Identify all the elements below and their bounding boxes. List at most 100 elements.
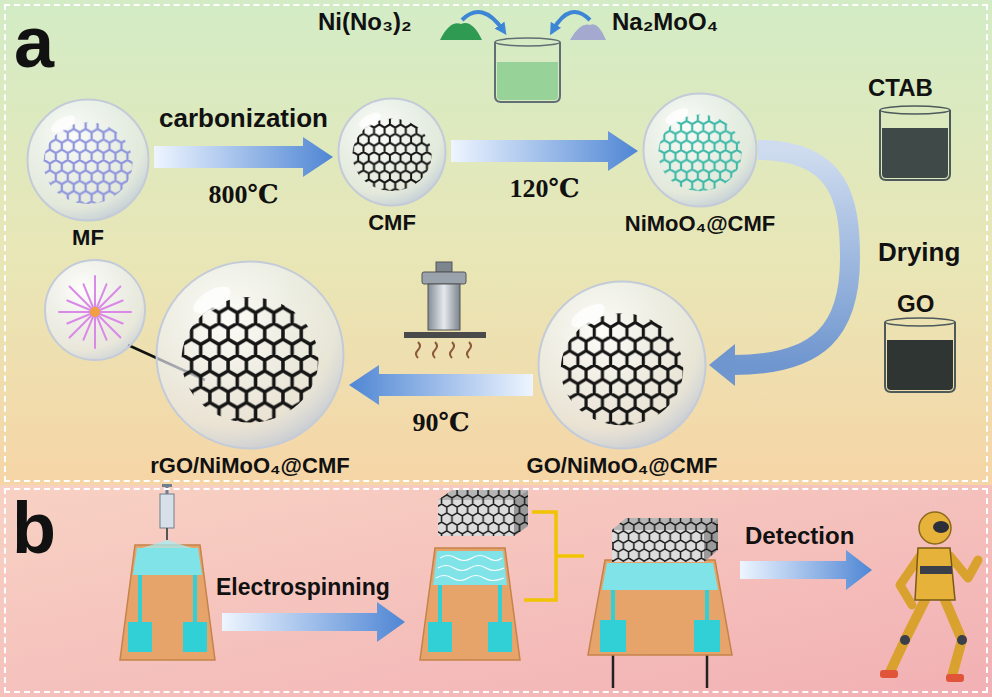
foam-sphere [537,280,707,450]
foam-sphere [189,281,235,318]
edge-label: 90℃ [412,408,469,438]
powder-beaker [495,38,560,46]
foam-sphere [28,100,149,221]
substrate-spinning [142,540,192,548]
annotation: Na₂MoO₄ [612,8,718,36]
substrate-fiber [498,585,502,622]
robot [900,635,910,645]
robot [957,635,967,645]
substrate-fiber [436,556,504,581]
foam-sphere [337,97,447,207]
foam-sphere [337,97,447,207]
annotation: 800℃ [208,180,278,210]
robot [880,512,978,682]
substrate-fiber [420,548,520,660]
mf-flower-inset [95,311,131,313]
material-label: GO/NiMoO₄@CMF [527,453,718,478]
autoclave-heater [416,342,420,358]
autoclave-heater [428,284,460,330]
edge-label: Drying [878,238,960,268]
material-label: CMF [368,210,416,235]
process-arrow [451,131,638,171]
mf-flower-inset [45,260,145,360]
sensor-device [602,563,718,590]
annotation: Detection [745,522,854,550]
ctab-beaker [880,110,950,180]
mf-flower-inset [70,287,95,312]
curved-arrow-band [733,150,850,365]
autoclave-heater [436,262,452,272]
robot [950,556,978,578]
sensor-device [612,530,704,562]
annotation: Electrospinning [216,574,390,600]
substrate-spinning [128,622,152,652]
carbon-cube [514,490,528,536]
panel-ground [0,485,992,697]
edge-label: 120℃ [509,174,579,204]
foam-sphere [26,98,150,222]
process-arrow [222,602,405,642]
foam-sphere [357,109,383,131]
powder-beaker [497,62,558,100]
sensor-device [588,560,732,655]
sensor-device [588,518,732,688]
foam-sphere [157,262,344,449]
material-sphere: rGO/NiMoO₄@CMF [155,260,345,450]
foam-sphere [26,98,150,222]
powder-beaker [495,42,560,102]
carbon-cube [438,490,528,536]
mf-flower-inset [95,312,120,337]
foam-sphere [642,92,758,208]
substrate-spinning [133,548,202,575]
annotation: GO [897,290,934,318]
foam-sphere [539,282,706,449]
process-arrow [740,550,872,590]
panel-band: b [4,488,988,693]
material-label: NiMoO₄@CMF [625,211,775,236]
panel-letter: a [14,6,54,78]
bracket [556,554,584,558]
mf-flower-inset [70,312,95,337]
material-label: rGO/NiMoO₄@CMF [150,453,349,478]
sensor-device [612,518,718,530]
foam-sphere [644,94,757,207]
sensor-device [600,620,626,652]
substrate-fiber [438,585,442,622]
substrate-spinning [162,484,172,487]
sensor-device [612,518,718,530]
sensor-device [704,518,718,562]
powder-beaker [440,23,482,40]
sensor-device [612,652,615,688]
autoclave-heater [422,272,466,284]
mf-flower-inset [90,307,100,317]
foam-sphere [663,105,691,128]
ctab-beaker [882,128,948,178]
mf-flower-inset [94,312,96,348]
substrate-spinning [120,484,215,660]
substrate-spinning [138,575,142,622]
foam-sphere [642,92,758,208]
sensor-device [612,530,704,562]
foam-sphere [339,99,446,206]
go-beaker [885,318,955,326]
substrate-fiber [420,548,520,660]
autoclave-heater [433,342,437,358]
sensor-device [611,590,615,620]
substrate-fiber [428,622,452,652]
process-arrow [349,365,533,405]
panel-band: aMF CMF NiMoO₄@CMF GO/NiMoO₄@CMF rGO/NiMoO₄@… [4,4,988,482]
process-arrow [154,137,333,177]
material-sphere: MF [26,98,150,222]
bracket [524,512,584,600]
material-sphere: GO/NiMoO₄@CMF [537,280,707,450]
autoclave-heater [467,342,471,358]
powder-beaker [440,12,606,102]
substrate-spinning [120,545,215,660]
substrate-spinning [183,622,207,652]
foam-sphere [155,260,345,450]
material-label: MF [72,225,104,250]
panel-ground [0,0,992,485]
foam-sphere [568,299,609,332]
powder-beaker [462,12,503,30]
